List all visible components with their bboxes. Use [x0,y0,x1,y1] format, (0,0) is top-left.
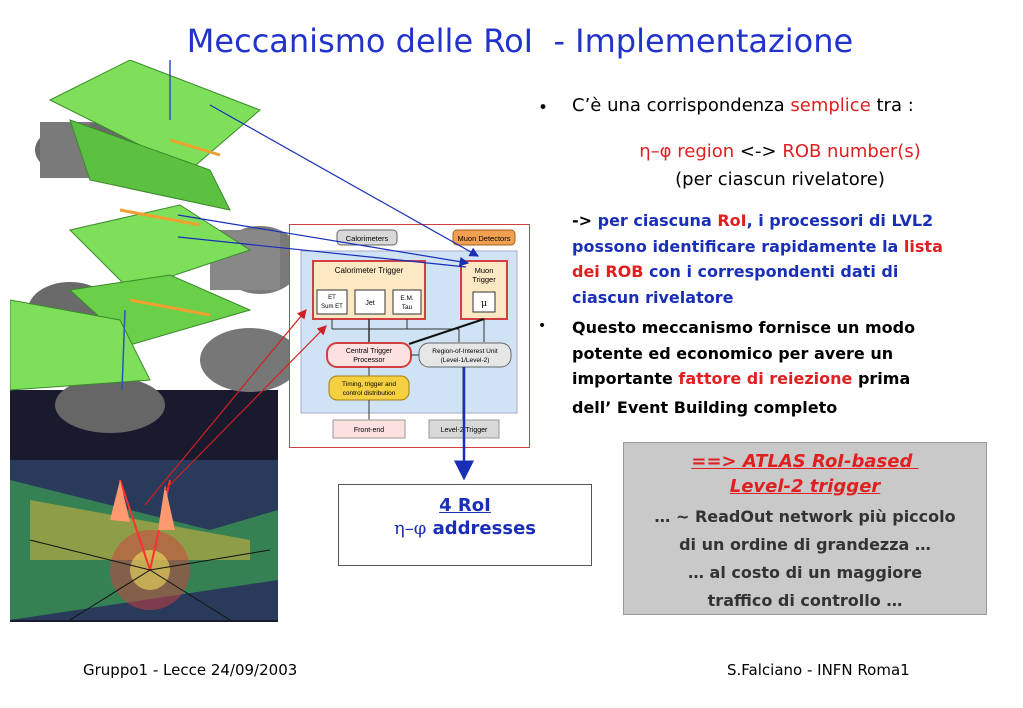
diagram-roi-unit-1: Region-of-Interest Unit [432,348,498,355]
roi-addresses-line: η–φ addresses [339,518,591,539]
diagram-ctp-1: Central Trigger [346,348,393,355]
footer-left: Gruppo1 - Lecce 24/09/2003 [83,661,298,679]
atlas-detector-illustration [10,60,300,622]
lvl2-arrow: -> [572,211,598,230]
diagram-muon-trigger-2: Trigger [472,275,496,284]
mechanism-l3c: prima [852,369,911,388]
atlas-title-2: Level-2 trigger [729,476,881,497]
diagram-em-tau-1: E.M. [400,295,414,302]
diagram-muon-detectors: Muon Detectors [458,234,511,243]
lvl2-l3b: con i correspondenti dati di [643,262,899,281]
diagram-ctp-2: Processor [353,357,385,364]
bullet-1: • [538,98,549,118]
lvl2-line-3: dei ROB con i correspondenti dati di [572,259,943,285]
lvl2-line-1: -> per ciascuna RoI, i processori di LVL… [572,208,943,234]
mechanism-rejection: fattore di reiezione [678,369,853,388]
correspondence-highlight: semplice [790,95,871,116]
mechanism-l3a: importante [572,369,679,388]
atlas-body-4: traffico di controllo … [707,591,903,610]
roi-count: 4 RoI [439,495,491,516]
mapping-rob: ROB number(s) [776,141,921,162]
roi-addresses-label: addresses [426,518,536,539]
mechanism-line-4: dell’ Event Building completo [572,397,838,417]
diagram-sum-et-top: ET [328,295,336,301]
bullet-2: • [538,318,547,334]
diagram-calorimeter-trigger: Calorimeter Trigger [335,266,404,275]
atlas-title-1: ==> ATLAS RoI-based [691,451,919,472]
diagram-roi-unit-2: (Level-1/Level-2) [441,357,490,364]
atlas-body-1: … ~ ReadOut network più piccolo [654,507,956,526]
lvl2-l1b: , i processori di LVL2 [746,211,934,230]
diagram-front-end: Front-end [354,427,384,434]
diagram-mu: μ [481,299,487,309]
mechanism-paragraph: Questo meccanismo fornisce un modo poten… [572,315,915,420]
mechanism-line-1: Questo meccanismo fornisce un modo [572,318,916,337]
roi-eta-phi: η–φ [393,518,427,539]
atlas-body: … ~ ReadOut network più piccolo di un or… [624,503,986,615]
diagram-muon-trigger-1: Muon [475,266,494,275]
mapping-region: region [671,141,740,162]
lvl2-paragraph: -> per ciascuna RoI, i processori di LVL… [572,208,943,310]
lvl2-lista: lista [903,236,943,256]
diagram-calorimeters: Calorimeters [346,234,389,243]
diagram-sum-et: Sum ET [321,304,343,310]
mapping-arrow: <-> [739,141,777,162]
mapping-eta-phi: η–φ [639,141,672,162]
lvl2-l1a: per ciascuna [597,211,718,230]
correspondence-pre: C’è una corrispondenza [572,95,791,116]
mapping-line: η–φ region <-> ROB number(s) [590,138,970,166]
lvl2-line-2: possono identificare rapidamente la list… [572,234,943,260]
slide-title: Meccanismo delle RoI - Implementazione [186,22,854,60]
roi-addresses-box: 4 RoI η–φ addresses [338,484,592,566]
lvl2-dei-rob: dei ROB [572,262,644,281]
lvl2-roi: RoI [717,211,747,230]
atlas-body-3: … al costo di un maggiore [687,563,923,582]
correspondence-line: C’è una corrispondenza semplice tra : [572,95,914,116]
trigger-block-diagram: Calorimeters Muon Detectors Calorimeter … [289,224,530,448]
mapping-block: η–φ region <-> ROB number(s) (per ciascu… [590,138,970,194]
atlas-level2-box: ==> ATLAS RoI-based Level-2 trigger … ~ … [623,442,987,615]
lvl2-line-4: ciascun rivelatore [572,287,734,307]
diagram-em-tau-2: Tau [402,304,413,311]
mechanism-line-2: potente ed economico per avere un [572,343,894,363]
mapping-per: (per ciascun rivelatore) [675,169,885,190]
diagram-jet: Jet [365,300,374,307]
diagram-timing-2: control distribution [343,390,396,397]
atlas-body-2: di un ordine di grandezza … [679,535,931,554]
lvl2-l2a: possono identificare rapidamente la [572,236,904,256]
footer-right: S.Falciano - INFN Roma1 [727,661,910,679]
correspondence-post: tra : [870,95,914,116]
diagram-timing-1: Timing, trigger and [342,381,396,388]
mechanism-line-3: importante fattore di reiezione prima [572,366,915,392]
diagram-level2-trigger: Level-2 Trigger [441,427,488,434]
